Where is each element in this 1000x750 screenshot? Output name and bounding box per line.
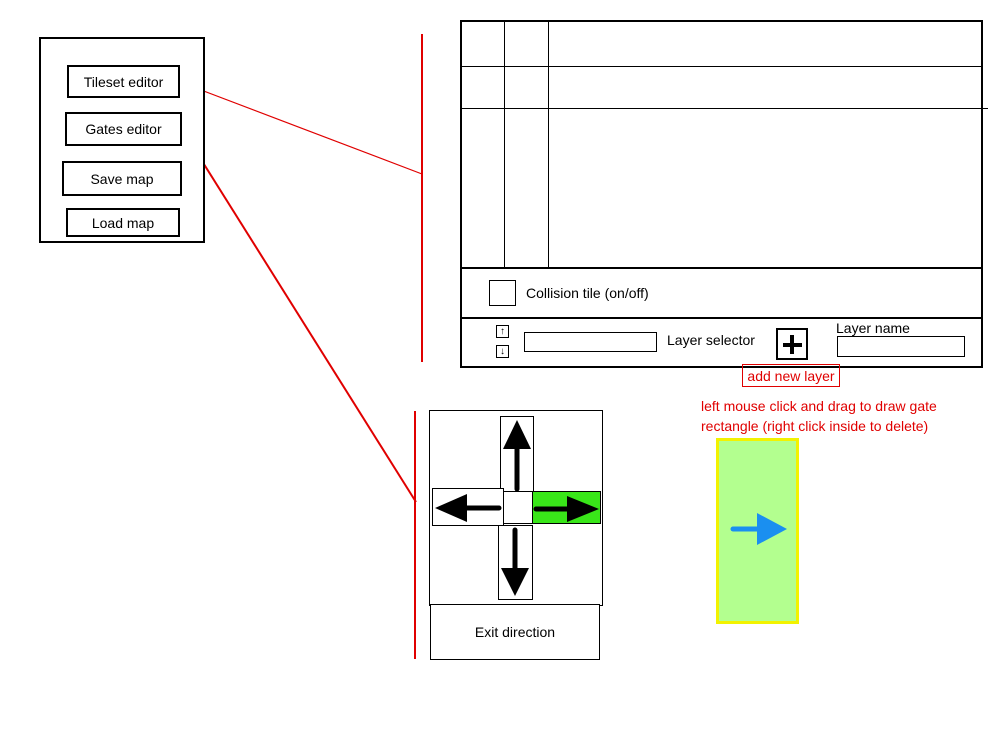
arrow-up-icon [503,420,531,492]
tileset-editor-button[interactable]: Tileset editor [67,65,180,98]
load-map-button[interactable]: Load map [66,208,180,237]
gates-editor-button[interactable]: Gates editor [65,112,182,146]
exit-direction-label: Exit direction [474,624,556,640]
exit-down-button[interactable] [498,525,533,600]
grid-vline-2 [548,22,549,268]
layer-down-button[interactable]: ↓ [496,345,509,358]
layer-up-button[interactable]: ↑ [496,325,509,338]
gate-instruction-line2: rectangle (right click inside to delete) [701,418,929,434]
grid-vline-1 [504,22,505,268]
arrow-right-icon [730,513,787,545]
grid-hline-2 [462,108,988,109]
exit-center-cell [503,491,534,524]
collision-checkbox[interactable] [489,280,516,306]
save-map-button[interactable]: Save map [62,161,182,196]
collision-label: Collision tile (on/off) [526,285,649,301]
exit-right-button-selected[interactable] [532,491,601,524]
gate-rectangle[interactable] [716,438,799,624]
arrow-up-icon: ↑ [500,326,505,337]
tileset-editor-panel [460,20,983,368]
arrow-down-icon [501,527,529,596]
arrow-left-icon [435,494,502,522]
exit-left-button[interactable] [432,488,504,526]
gate-instruction-line1: left mouse click and drag to draw gate [701,398,937,414]
add-layer-button[interactable] [776,328,808,360]
tileset-grid[interactable] [462,22,988,268]
add-layer-note: add new layer [742,364,840,387]
connector-gates [179,125,417,503]
arrow-down-icon: ↓ [500,346,505,357]
exit-up-button[interactable] [500,416,534,494]
arrow-right-icon [533,496,599,522]
layer-selector-field[interactable] [524,332,657,352]
grid-hline-1 [462,66,981,67]
layer-selector-label: Layer selector [667,332,755,348]
plus-icon [783,335,802,354]
exit-direction-label-box: Exit direction [430,604,600,660]
connector-tileset [179,81,423,175]
tileset-section-marker [421,34,423,362]
layer-name-label: Layer name [836,320,910,336]
collision-row-top-border [460,267,983,269]
layer-name-field[interactable] [837,336,965,357]
gates-section-marker [414,411,416,659]
layer-row-top-border [460,317,983,319]
